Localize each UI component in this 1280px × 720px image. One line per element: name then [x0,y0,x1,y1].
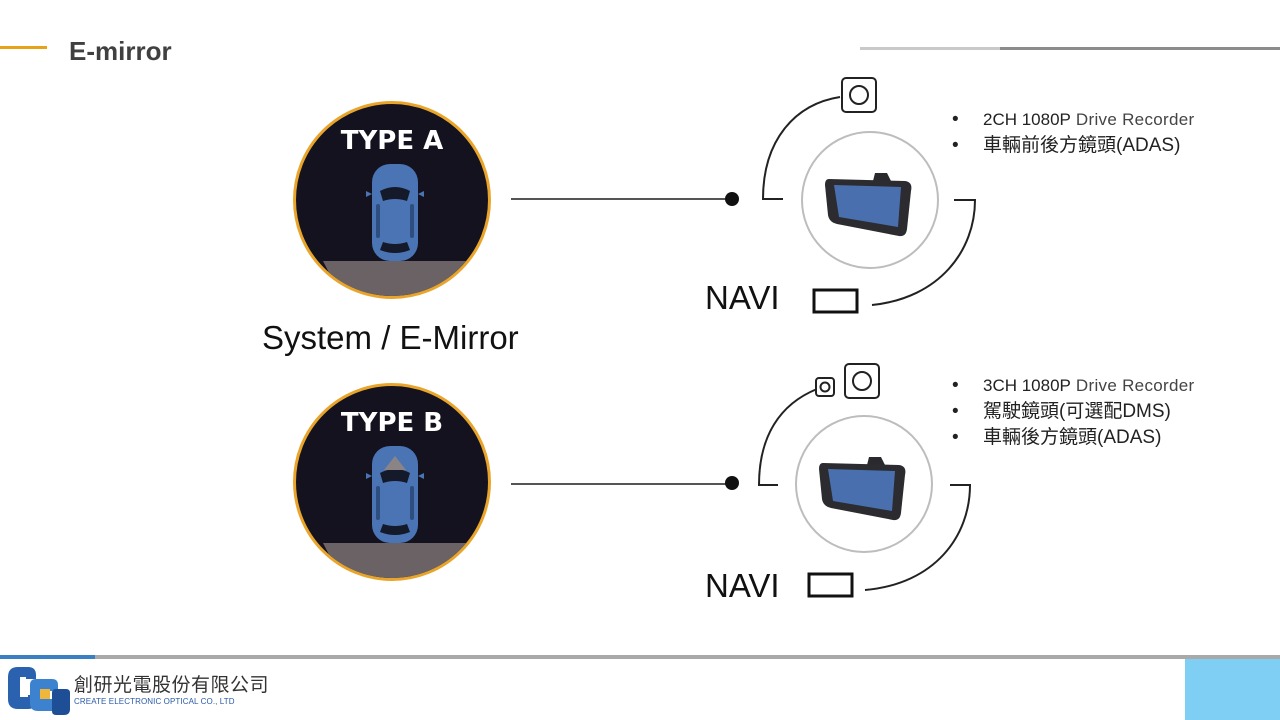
car-icon [323,164,467,296]
company-english-name: CREATE ELECTRONIC OPTICAL CO., LTD [74,697,235,706]
connector-dot [725,476,739,490]
type-a-feature-list: 2CH 1080P Drive Recorder 車輛前後方鏡頭(ADAS) [950,107,1194,159]
type-a-label: TYPE A [340,126,444,156]
page-title: E-mirror [69,36,172,66]
type-b-navi-label: NAVI [705,567,780,604]
connector-dot [725,192,739,206]
type-b-connector [511,483,729,485]
navi-screen-icon [812,288,859,314]
title-accent-bar [0,46,47,49]
section-label: System / E-Mirror [262,319,519,356]
list-item: 車輛前後方鏡頭(ADAS) [950,133,1194,159]
header-rule-dark [1000,47,1280,50]
type-b-device-diagram [725,363,972,591]
list-item: 駕駛鏡頭(可選配DMS) [950,399,1194,425]
navi-screen-icon [807,572,854,598]
list-item: 2CH 1080P Drive Recorder [950,107,1194,133]
type-b-device-circle [795,415,933,553]
footer-rule [0,655,1280,659]
type-b-label: TYPE B [340,408,444,438]
type-a-device-circle [801,131,939,269]
type-b-feature-list: 3CH 1080P Drive Recorder 駕駛鏡頭(可選配DMS) 車輛… [950,373,1194,451]
mirror-device-icon [819,457,906,521]
type-b-badge: TYPE B [293,383,491,581]
type-a-navi-label: NAVI [705,279,780,316]
camera-icon [815,377,835,397]
type-a-device-diagram [725,77,977,306]
footer-color-block [1185,659,1280,720]
camera-icon [841,77,877,113]
type-a-badge: TYPE A [293,101,491,299]
list-item: 3CH 1080P Drive Recorder [950,373,1194,399]
list-item: 車輛後方鏡頭(ADAS) [950,425,1194,451]
camera-icon [844,363,880,399]
footer-accent [0,655,95,659]
type-a-connector [511,198,729,200]
mirror-device-icon [825,173,912,237]
car-icon [323,446,467,578]
company-logo-icon [8,667,70,715]
company-name: 創研光電股份有限公司 [74,675,270,696]
header-rule [860,47,1000,50]
